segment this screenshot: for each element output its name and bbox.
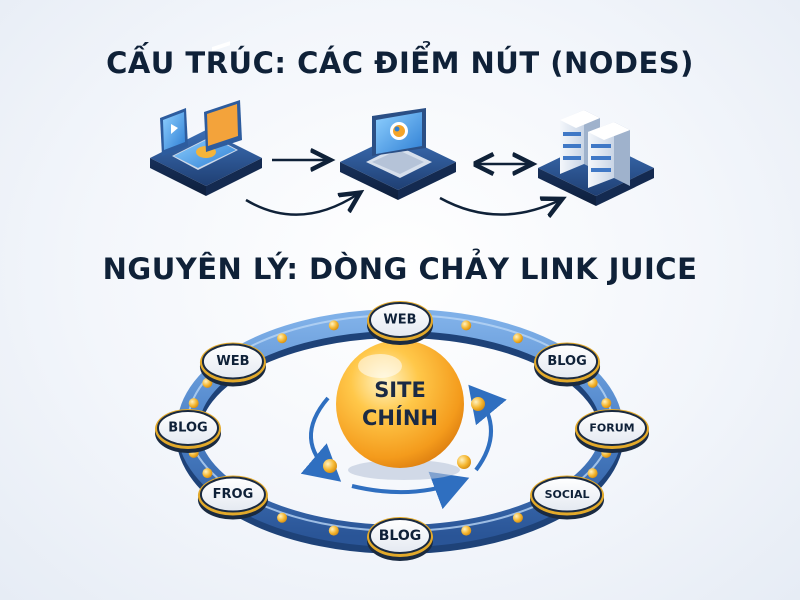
flow-dot: [512, 333, 523, 344]
ring-node-label: WEB: [216, 354, 249, 369]
ring-node-blog: BLOG: [155, 409, 221, 453]
server-rack-icon: [538, 110, 654, 206]
laptop-icon: [340, 108, 456, 200]
flow-dot: [461, 320, 472, 331]
core-label-line1: SITE: [374, 378, 426, 402]
laptop-with-media-icon: [150, 41, 262, 196]
flow-dot: [512, 512, 523, 523]
ring-node-label: WEB: [383, 313, 416, 328]
ring-node-label: SOCIAL: [545, 488, 590, 501]
curved-arrow-icon: [439, 198, 560, 215]
flow-dot: [601, 398, 612, 409]
ring-node-social: SOCIAL: [530, 475, 605, 520]
flow-dot: [328, 320, 339, 331]
flow-dot: [202, 468, 213, 479]
flow-dot: [471, 397, 485, 411]
principle-title: NGUYÊN LÝ: DÒNG CHẢY LINK JUICE: [102, 252, 698, 286]
ring-node-web: WEB: [199, 342, 266, 387]
flow-dot: [587, 468, 598, 479]
structure-title: CẤU TRÚC: CÁC ĐIỂM NÚT (NODES): [106, 46, 694, 80]
flow-dot: [461, 525, 472, 536]
flow-dots: [188, 320, 612, 536]
ring-node-label: BLOG: [168, 421, 207, 436]
flow-dot: [323, 459, 337, 473]
flow-dot: [457, 455, 471, 469]
ring-node-label: BLOG: [379, 528, 422, 544]
curved-arrow-icon: [245, 194, 358, 216]
core-site-sphere: SITE CHÍNH: [336, 340, 464, 480]
core-label-line2: CHÍNH: [362, 405, 438, 430]
flow-dot: [277, 512, 288, 523]
flow-dot: [277, 333, 288, 344]
inner-orbit-arrow-icon: [351, 471, 470, 510]
ring-node-label: BLOG: [547, 354, 586, 369]
ring-node-web: WEB: [367, 301, 433, 345]
ring-node-label: FORUM: [589, 422, 634, 435]
ring-node-blog: BLOG: [534, 342, 601, 387]
flow-dot: [188, 398, 199, 409]
ring-node-label: FROG: [213, 487, 254, 502]
ring-node-blog: BLOG: [367, 517, 433, 561]
ring-node-forum: FORUM: [575, 409, 649, 453]
ring-node-frog: FROG: [197, 475, 268, 520]
flow-dot: [328, 525, 339, 536]
